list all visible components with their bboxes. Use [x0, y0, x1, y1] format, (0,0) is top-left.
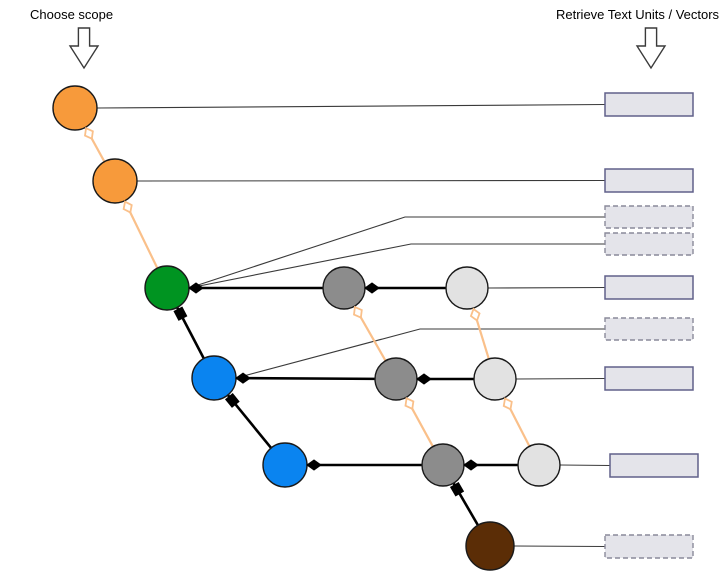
marker-diamond-filled-e-gray2-blue1: [235, 372, 251, 384]
node-unit-node-a[interactable]: [322, 266, 366, 310]
connector-c-lgray1-box5: [487, 286, 606, 289]
connector-c-blue1-box6: [235, 328, 605, 379]
node-unit-node-e[interactable]: [421, 443, 465, 487]
marker-diamond-filled-e-lgray3-gray3: [463, 459, 479, 471]
text-unit-box-text-unit-6[interactable]: [604, 317, 694, 341]
marker-diamond-filled-e-gray1-green: [188, 282, 204, 294]
text-unit-box-text-unit-9[interactable]: [604, 534, 694, 559]
edge-marker-layer: [84, 126, 513, 497]
marker-diamond-open-e-gray2-down: [404, 396, 415, 411]
text-unit-box-text-unit-5[interactable]: [604, 275, 694, 300]
down-arrow-retrieve-text-units: [635, 27, 667, 70]
text-unit-box-text-unit-4[interactable]: [604, 232, 694, 256]
edge-e-gray2-blue1: [235, 376, 376, 381]
caption-layer: Choose scope Retrieve Text Units / Vector…: [30, 7, 720, 70]
node-unit-node-b[interactable]: [445, 266, 489, 310]
node-selected-scope[interactable]: [144, 265, 190, 311]
marker-diamond-open-e-lgray1-down: [469, 307, 481, 322]
text-unit-box-text-unit-8[interactable]: [609, 453, 699, 478]
connector-layer: [96, 103, 611, 548]
node-unit-node-d[interactable]: [473, 357, 517, 401]
node-child-scope-1[interactable]: [191, 355, 237, 401]
marker-square-e-gray3-brown: [449, 481, 465, 497]
down-arrow-choose-scope: [68, 27, 100, 70]
caption-retrieve-text-units: Retrieve Text Units / Vectors: [556, 7, 720, 22]
connector-c-orange1-box1: [96, 103, 606, 109]
node-layer: [52, 85, 561, 571]
connector-c-brown-box9: [513, 545, 606, 548]
connector-c-lgray2-box7: [515, 377, 606, 380]
text-unit-box-text-unit-2[interactable]: [604, 168, 694, 193]
node-leaf-node[interactable]: [465, 521, 515, 571]
node-child-scope-2[interactable]: [262, 442, 308, 488]
text-unit-box-text-unit-7[interactable]: [604, 366, 694, 391]
marker-square-e-blue1-blue2: [224, 393, 240, 408]
text-unit-box-text-unit-3[interactable]: [604, 205, 694, 229]
text-unit-box-layer: [604, 92, 699, 559]
caption-choose-scope: Choose scope: [30, 7, 113, 22]
marker-diamond-filled-e-lgray2-gray2: [416, 373, 432, 385]
connector-c-orange2-box2: [136, 179, 606, 182]
connector-c-lgray3-box8: [559, 464, 611, 467]
text-unit-box-text-unit-1[interactable]: [604, 92, 694, 117]
connector-c-green-box3: [188, 216, 605, 289]
marker-diamond-open-e-lgray2-down: [502, 397, 513, 411]
marker-diamond-open-e-orange-1-2: [84, 126, 94, 141]
marker-diamond-filled-e-gray3-blue2: [306, 459, 322, 471]
connector-c-green-box4: [188, 243, 605, 289]
marker-diamond-filled-e-lgray1-gray1: [364, 282, 380, 294]
node-unit-node-f[interactable]: [517, 443, 561, 487]
node-scope-level-1[interactable]: [52, 85, 98, 131]
node-unit-node-c[interactable]: [374, 357, 418, 401]
marker-square-e-green-blue1: [173, 306, 188, 321]
node-scope-level-2[interactable]: [92, 158, 138, 204]
marker-diamond-open-e-gray1-down: [353, 305, 363, 319]
marker-diamond-open-e-orange-2-g: [122, 200, 133, 214]
